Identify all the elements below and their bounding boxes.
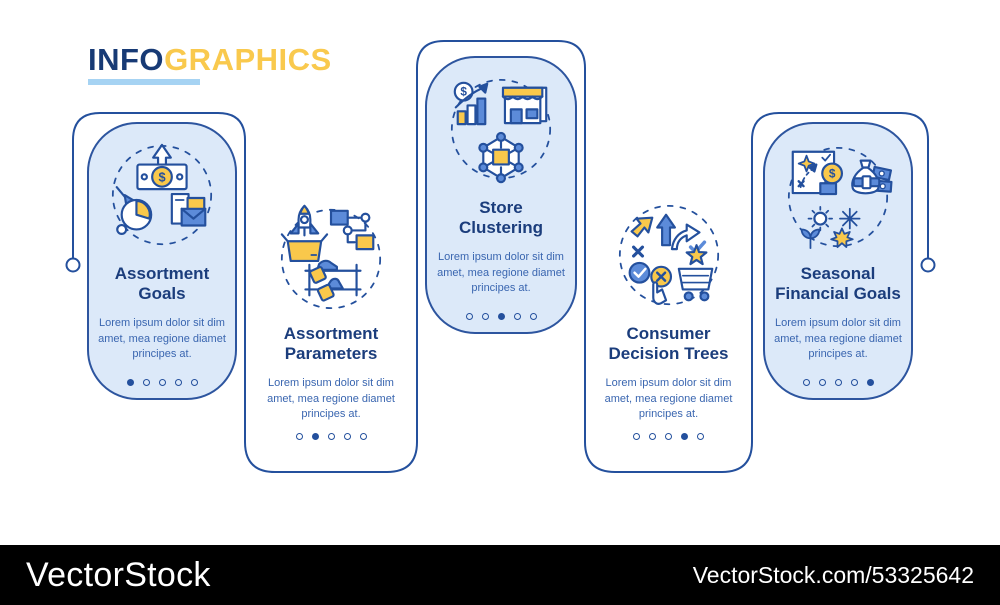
progress-dot[interactable] — [850, 379, 858, 386]
progress-dot[interactable] — [295, 433, 303, 440]
progress-dot[interactable] — [327, 433, 335, 440]
card-title: Consumer Decision Trees — [608, 324, 728, 364]
connector-endpoint-right — [920, 257, 936, 273]
branch-arrows-icon — [630, 213, 706, 258]
progress-dot[interactable] — [529, 313, 537, 320]
progress-dots — [633, 433, 704, 470]
card-title-line2: Clustering — [458, 218, 544, 238]
progress-dot[interactable] — [665, 433, 672, 440]
card-body-text: Lorem ipsum dolor sit dim amet, mea regi… — [267, 377, 395, 421]
card-title-line2: Parameters — [284, 344, 378, 364]
heading-graphics: GRAPHICS — [164, 42, 332, 77]
page-title: INFOGRAPHICS — [88, 44, 332, 85]
progress-dot[interactable] — [818, 379, 826, 386]
card-seasonal-financial-goals: $ Seasonal Financial Goals Lorem ipsum d… — [763, 122, 913, 400]
progress-dot[interactable] — [158, 379, 166, 386]
card-title-line1: Consumer — [626, 324, 711, 343]
watermark-brand: VectorStock — [26, 555, 211, 594]
choice-hand-icon — [628, 261, 672, 305]
parcel-envelope-icon — [170, 192, 207, 227]
storefront-icon — [501, 86, 548, 125]
consumer-decision-trees-icon — [610, 198, 728, 316]
card-title: Seasonal Financial Goals — [775, 264, 901, 304]
assortment-parameters-icon — [272, 198, 390, 316]
card-body-text: Lorem ipsum dolor sit dim amet, mea regi… — [774, 317, 902, 361]
network-cluster-icon — [478, 131, 524, 184]
flowchart-icon — [329, 209, 375, 251]
progress-dots — [465, 313, 537, 332]
progress-dot[interactable] — [481, 313, 489, 320]
progress-dot[interactable] — [142, 379, 150, 386]
progress-dot[interactable] — [802, 379, 810, 386]
card-store-clustering: $ Store Clustering Lorem ipsum dolor sit… — [425, 56, 577, 334]
seasons-icon — [800, 205, 861, 250]
progress-dot[interactable] — [311, 433, 319, 440]
progress-dot[interactable] — [697, 433, 704, 440]
card-assortment-goals: $ Assortment Goals Lorem ipsum dolor sit… — [87, 122, 237, 400]
dollar-glyph: $ — [158, 169, 165, 184]
progress-dots — [126, 379, 198, 398]
card-body-text: Lorem ipsum dolor sit dim amet, mea regi… — [604, 377, 733, 421]
progress-dot[interactable] — [190, 379, 198, 386]
banknote-growth-icon — [136, 143, 188, 191]
progress-dots — [802, 379, 874, 398]
progress-dot[interactable] — [343, 433, 351, 440]
progress-dot[interactable] — [649, 433, 656, 440]
infographics-heading: INFOGRAPHICS — [88, 44, 332, 75]
card-title-line1: Assortment — [114, 264, 210, 283]
card-title: Assortment Parameters — [284, 324, 378, 364]
cart-star-icon — [677, 244, 713, 302]
progress-dot[interactable] — [126, 379, 134, 386]
card-title: Store Clustering — [459, 198, 543, 238]
card-title-line2: Decision Trees — [608, 344, 729, 364]
coin-chart-icon — [453, 81, 489, 126]
card-title-line2: Goals — [138, 284, 186, 304]
progress-dot[interactable] — [497, 313, 505, 320]
progress-dot[interactable] — [359, 433, 367, 440]
target-arrow-icon — [115, 186, 153, 235]
watermark-reference: VectorStock.com/53325642 — [692, 561, 974, 588]
dollar-glyph: $ — [829, 166, 836, 180]
card-title: Assortment Goals — [115, 264, 209, 304]
title-underline — [88, 79, 200, 85]
dollar-glyph: $ — [460, 85, 467, 99]
money-bag-icon — [851, 159, 893, 195]
progress-dot[interactable] — [681, 433, 688, 440]
progress-dots — [295, 433, 367, 470]
card-title-line2: Financial Goals — [775, 284, 901, 304]
assortment-goals-icon: $ — [103, 138, 221, 256]
progress-dot[interactable] — [465, 313, 473, 320]
progress-dot[interactable] — [174, 379, 182, 386]
card-body-text: Lorem ipsum dolor sit dim amet, mea regi… — [98, 317, 226, 361]
shelf-goods-icon — [304, 259, 362, 302]
rocket-box-icon — [280, 204, 329, 263]
card-title-line1: Seasonal — [800, 264, 876, 283]
strategy-map-icon — [791, 150, 844, 196]
store-clustering-icon: $ — [442, 72, 560, 190]
progress-dot[interactable] — [633, 433, 640, 440]
card-body-text: Lorem ipsum dolor sit dim amet, mea regi… — [437, 251, 565, 295]
card-consumer-decision-trees: Consumer Decision Trees Lorem ipsum dolo… — [587, 192, 750, 470]
card-title-line1: Store — [479, 198, 523, 217]
dashed-circle — [618, 204, 719, 306]
progress-dot[interactable] — [866, 379, 874, 386]
progress-dot[interactable] — [834, 379, 842, 386]
seasonal-financial-goals-icon: $ — [779, 138, 897, 256]
heading-info: INFO — [88, 42, 165, 77]
progress-dot[interactable] — [513, 313, 521, 320]
card-title-line1: Assortment — [283, 324, 379, 343]
card-assortment-parameters: Assortment Parameters Lorem ipsum dolor … — [247, 192, 415, 470]
connector-endpoint-left — [65, 257, 81, 273]
watermark-bar: VectorStock VectorStock.com/53325642 — [0, 545, 1000, 605]
